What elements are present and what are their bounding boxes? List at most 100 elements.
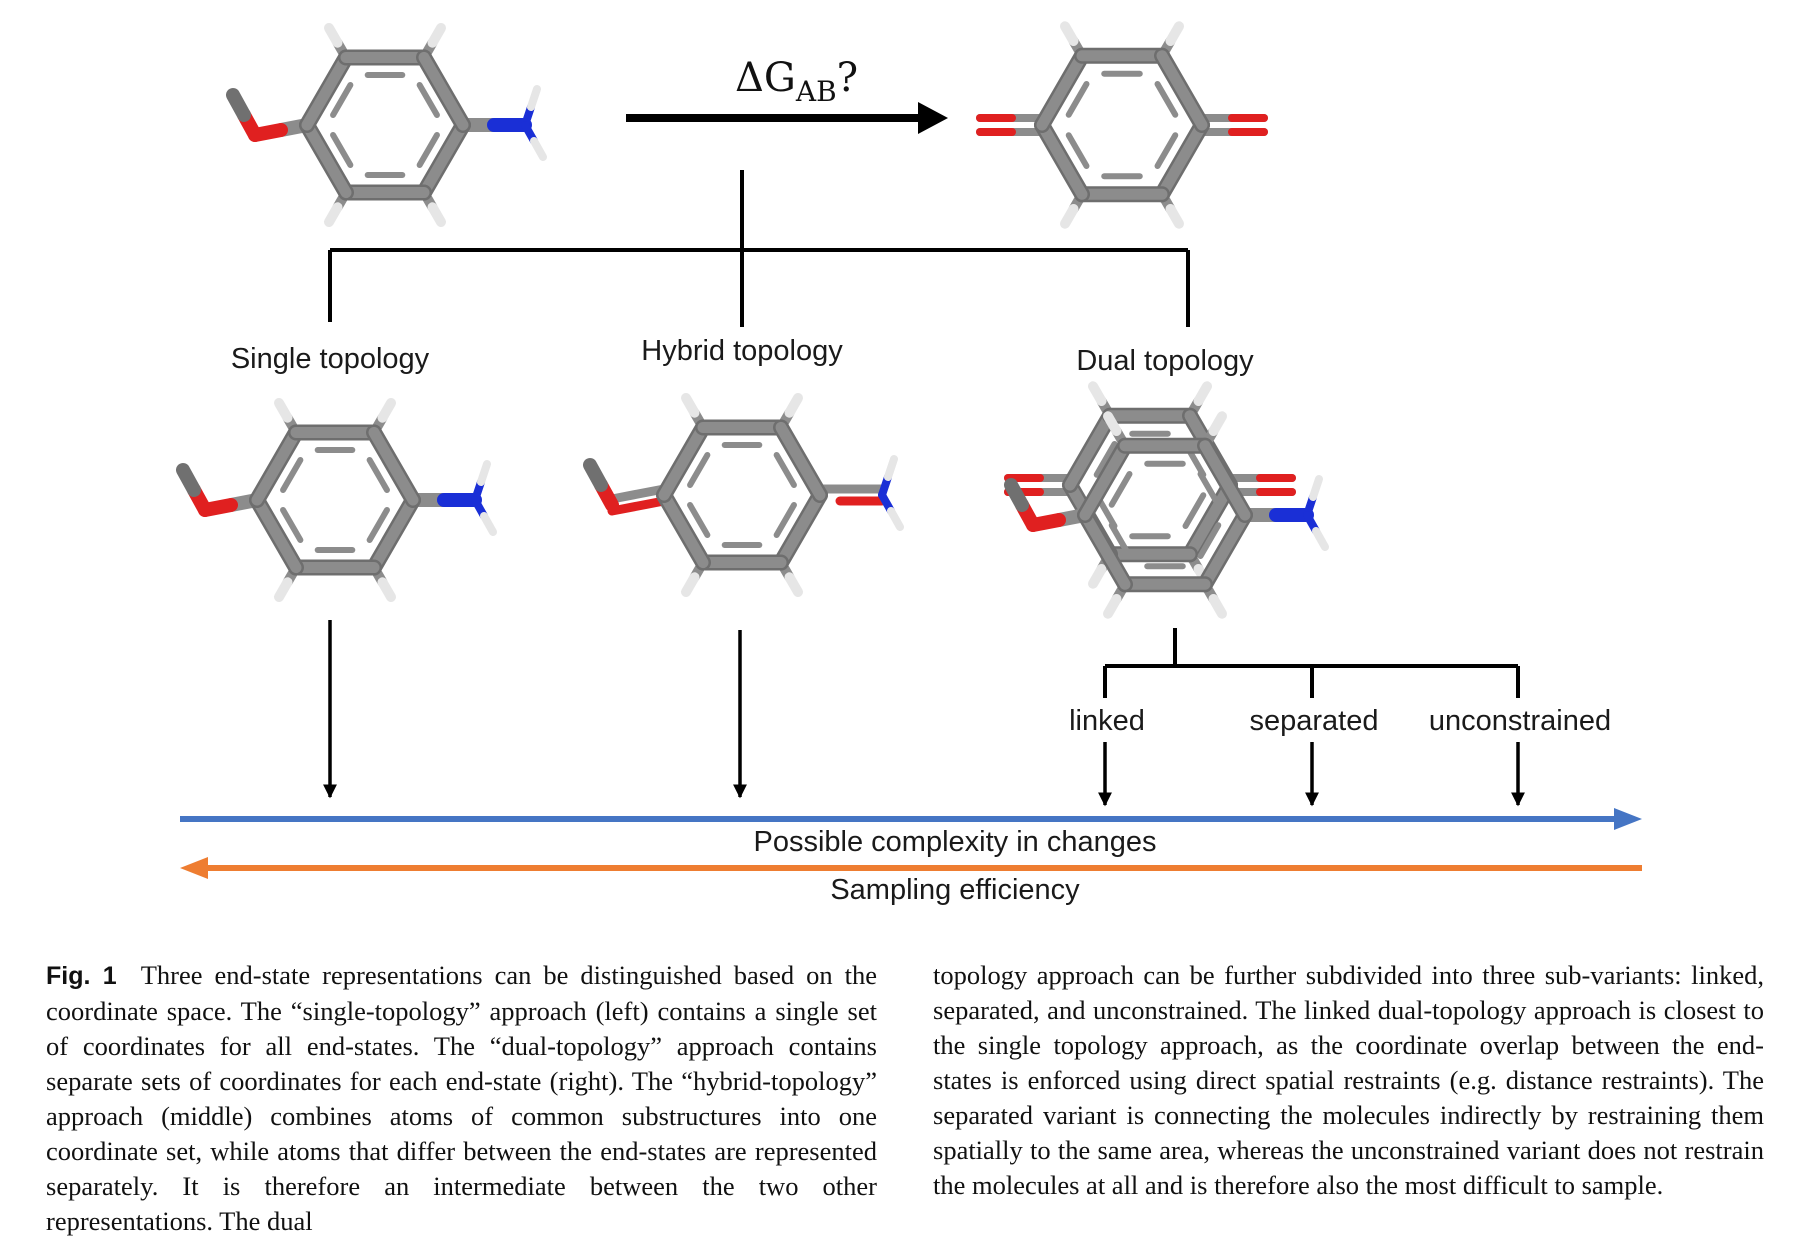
ring-bond — [301, 51, 352, 131]
c-h-bond — [324, 23, 343, 48]
molecule-diagram — [176, 21, 1642, 879]
c-h-bond — [1165, 21, 1184, 46]
c-h-bond — [681, 393, 700, 418]
c-h-bond — [681, 572, 700, 597]
aromatic-bond — [773, 452, 797, 489]
aromatic-bond — [1065, 132, 1090, 170]
aromatic-bond — [366, 506, 390, 543]
caption-right-column: topology approach can be further subdivi… — [933, 958, 1764, 1203]
c-h-bond — [1088, 381, 1107, 406]
ring-bond — [1079, 509, 1131, 590]
ring-bond — [1064, 410, 1116, 491]
ring-bond — [368, 426, 419, 506]
c-h-bond — [324, 202, 343, 227]
c-o-bond — [607, 496, 669, 516]
aromatic-bond — [1154, 80, 1179, 118]
aromatic-bond — [280, 457, 304, 494]
complexity-label: Possible complexity in changes — [753, 826, 1157, 858]
c-h-bond — [1208, 411, 1227, 436]
c-h-bond — [377, 577, 396, 602]
unconstrained-label: unconstrained — [1428, 705, 1612, 737]
figure: ΔGAB? Single topology Hybrid topology Du… — [176, 21, 1642, 906]
n-h-bond — [887, 507, 904, 531]
c-h-bond — [274, 577, 293, 602]
c-h-bond — [1060, 204, 1079, 229]
ring-bond — [658, 421, 709, 501]
o-ch3-bond — [176, 463, 201, 497]
ring-bond — [301, 119, 352, 199]
ring-bond — [658, 489, 709, 569]
c-h-bond — [784, 393, 803, 418]
hybrid-topology-label: Hybrid topology — [641, 335, 843, 367]
o-ch3-bond — [1004, 478, 1029, 512]
aromatic-bond — [1108, 522, 1133, 560]
linked-label: linked — [1069, 705, 1145, 737]
aromatic-bond — [416, 131, 440, 168]
n-h-bond — [480, 512, 497, 536]
c-h-bond — [427, 202, 446, 227]
n-h-bond — [884, 455, 898, 481]
n-h-bond — [1309, 475, 1323, 501]
n-h-bond — [477, 460, 491, 486]
o-ch3-bond — [226, 88, 251, 122]
ring-bond — [1184, 479, 1236, 560]
ring-bond — [775, 421, 826, 501]
aromatic-bond — [1197, 470, 1222, 508]
single-topology-label: Single topology — [230, 343, 430, 375]
dual-topology-label: Dual topology — [1076, 345, 1254, 377]
c-h-bond — [274, 398, 293, 423]
c-h-bond — [1193, 381, 1212, 406]
topology-bracket — [328, 170, 1190, 327]
molecule-benzoquinone-top — [976, 21, 1268, 229]
o-ch3-bond — [583, 458, 608, 492]
aromatic-bond — [1093, 440, 1118, 478]
aromatic-bond — [1197, 522, 1222, 560]
delta-g-label: ΔGAB? — [735, 55, 859, 108]
aromatic-bond — [330, 131, 354, 168]
ring-bond — [1156, 50, 1208, 131]
ring-bond — [1036, 119, 1088, 200]
ring-bond — [251, 426, 302, 506]
c-h-bond — [1060, 21, 1079, 46]
c-h-bond — [427, 23, 446, 48]
aromatic-bond — [416, 82, 440, 119]
molecule-hybrid-topology — [583, 393, 904, 597]
aromatic-bond — [687, 452, 711, 489]
aromatic-bond — [773, 501, 797, 538]
ring-bond — [1036, 50, 1088, 131]
aromatic-bond — [1108, 470, 1133, 508]
ring-bond — [418, 119, 469, 199]
n-h-bond — [527, 85, 541, 111]
ring-bond — [368, 494, 419, 574]
c-h-bond — [1103, 594, 1122, 619]
n-h-bond — [530, 137, 547, 161]
c-h-bond — [784, 572, 803, 597]
molecule-single-topology — [176, 398, 497, 602]
c-h-bond — [1165, 204, 1184, 229]
caption-text-right: topology approach can be further subdivi… — [933, 960, 1764, 1200]
aromatic-bond — [280, 506, 304, 543]
c-h-bond — [1103, 411, 1122, 436]
caption-text-left: Three end-state representations can be d… — [46, 960, 877, 1236]
c-h-bond — [1088, 564, 1107, 589]
ring-bond — [251, 494, 302, 574]
sampling-arrowhead — [180, 857, 208, 879]
n-h-bond — [1312, 527, 1329, 551]
c-h-bond — [1208, 594, 1227, 619]
ring-bond — [1199, 509, 1251, 590]
separated-label: separated — [1249, 705, 1379, 737]
caption-left-column: Fig. 1 Three end-state representations c… — [46, 958, 877, 1239]
ring-bond — [775, 489, 826, 569]
reaction-arrowhead — [918, 102, 948, 134]
figure-label: Fig. 1 — [46, 962, 117, 990]
dual-variants-bracket — [1103, 628, 1520, 698]
ring-bond — [418, 51, 469, 131]
c-o-bond — [607, 484, 669, 504]
ring-bond — [1156, 119, 1208, 200]
aromatic-bond — [1065, 80, 1090, 118]
molecule-dual-topology — [1004, 381, 1329, 619]
aromatic-bond — [1182, 492, 1207, 530]
sampling-label: Sampling efficiency — [830, 874, 1080, 906]
aromatic-bond — [1154, 132, 1179, 170]
aromatic-bond — [687, 501, 711, 538]
